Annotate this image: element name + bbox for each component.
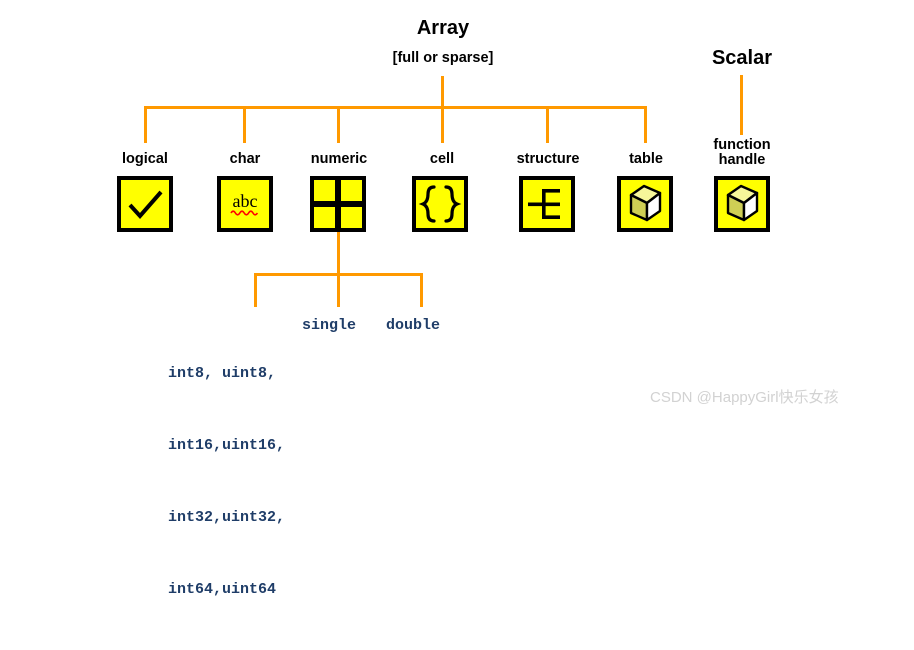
connector-drop-double xyxy=(420,273,423,307)
cube-icon xyxy=(718,180,766,228)
icon-box-logical[interactable] xyxy=(117,176,173,232)
node-label-table: table xyxy=(629,151,663,167)
cube-icon xyxy=(621,180,669,228)
node-label-numeric: numeric xyxy=(310,151,368,167)
type-row-int16: int16,uint16, xyxy=(168,437,286,454)
type-row-int8: int8, uint8, xyxy=(168,365,277,382)
connector-drop-cell xyxy=(441,106,444,143)
connector-drop-integers xyxy=(254,273,257,307)
icon-box-char[interactable]: abc xyxy=(217,176,273,232)
node-label-char: char xyxy=(229,151,261,167)
node-label-cell: cell xyxy=(429,151,455,167)
connector-array-bus xyxy=(144,106,647,109)
checkmark-icon xyxy=(121,180,169,228)
numeric-type-single: single xyxy=(302,317,357,334)
node-label-structure: structure xyxy=(516,151,580,167)
watermark: CSDN @HappyGirl快乐女孩 xyxy=(650,389,839,406)
abc-text-icon: abc xyxy=(221,180,269,228)
icon-box-table[interactable] xyxy=(617,176,673,232)
node-label-logical: logical xyxy=(122,151,168,167)
root-title-scalar: Scalar xyxy=(711,47,773,69)
type-row-int32: int32,uint32, xyxy=(168,509,286,526)
numeric-type-double: double xyxy=(386,317,441,334)
icon-box-cell[interactable] xyxy=(412,176,468,232)
connector-numeric-stem xyxy=(337,232,340,276)
icon-box-numeric[interactable] xyxy=(310,176,366,232)
tree-branch-icon xyxy=(523,180,571,228)
node-label-function-handle: function handle xyxy=(697,138,787,168)
connector-scalar-stem xyxy=(740,75,743,135)
root-subtitle-array: [full or sparse] xyxy=(392,50,494,66)
connector-drop-single xyxy=(337,273,340,307)
connector-drop-logical xyxy=(144,106,147,143)
type-row-int64: int64,uint64 xyxy=(168,581,277,598)
diagram-canvas: Array [full or sparse] Scalar logical ch… xyxy=(117,17,839,598)
root-title-array: Array xyxy=(416,17,470,39)
function-handle-line1: function xyxy=(713,137,771,153)
connector-drop-char xyxy=(243,106,246,143)
numeric-integer-types: int8, uint8, int16,uint16, int32,uint32,… xyxy=(168,314,285,650)
connector-drop-numeric xyxy=(337,106,340,143)
icon-box-function-handle[interactable] xyxy=(714,176,770,232)
connector-drop-table xyxy=(644,106,647,143)
function-handle-line2: handle xyxy=(718,152,766,168)
grid-2x2-icon xyxy=(314,180,362,228)
curly-braces-icon xyxy=(416,180,464,228)
connector-drop-structure xyxy=(546,106,549,143)
connector-array-stem xyxy=(441,76,444,109)
svg-text:abc: abc xyxy=(233,191,258,211)
icon-box-structure[interactable] xyxy=(519,176,575,232)
